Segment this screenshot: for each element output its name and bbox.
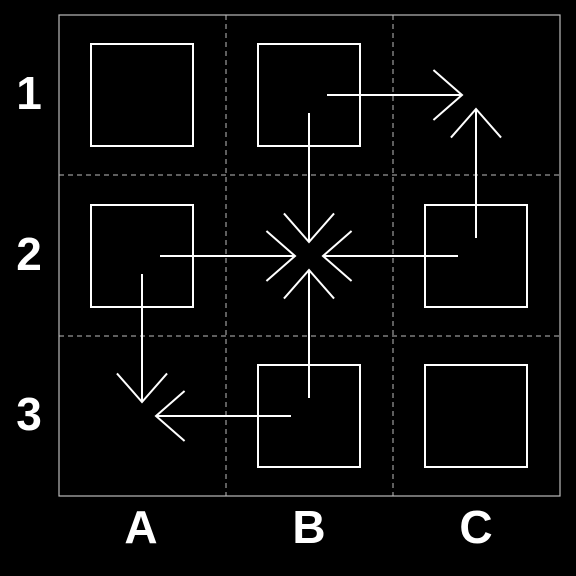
col-label-b: B [292, 501, 325, 553]
box-c3 [424, 364, 528, 468]
arrow-b3-to-a3 [154, 390, 291, 442]
arrows [116, 69, 502, 442]
col-label-a: A [124, 501, 157, 553]
axis-labels: 1 2 3 A B C [16, 67, 492, 553]
arrow-b1-to-c1 [327, 69, 464, 121]
col-label-c: C [459, 501, 492, 553]
arrow-b3-to-b2 [283, 268, 335, 398]
row-label-2: 2 [16, 228, 42, 280]
grid-border [58, 14, 561, 497]
grid [58, 14, 561, 497]
boxes [90, 43, 528, 468]
arrow-a2-to-a3 [116, 274, 168, 404]
row-label-3: 3 [16, 388, 42, 440]
arrow-c2-to-b2 [321, 230, 458, 282]
arrow-c2-to-c1 [450, 107, 502, 238]
arrow-b1-to-b2 [283, 113, 335, 244]
box-a1 [90, 43, 194, 147]
arrow-a2-to-b2 [160, 230, 297, 282]
row-label-1: 1 [16, 67, 42, 119]
